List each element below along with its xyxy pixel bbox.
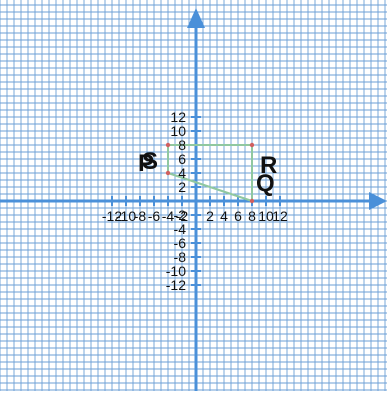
point-P xyxy=(165,170,171,176)
y-tick-label: -2 xyxy=(174,207,187,223)
y-tick-label: -8 xyxy=(174,249,187,265)
vertex-label-S: S xyxy=(142,148,158,175)
y-tick-label: -4 xyxy=(174,221,187,237)
y-tick-label: -12 xyxy=(166,277,186,293)
x-tick-label: 2 xyxy=(206,208,214,224)
y-tick-label: 4 xyxy=(178,165,186,181)
x-tick-label: 4 xyxy=(220,208,228,224)
y-tick-label: 12 xyxy=(170,109,186,125)
point-Q xyxy=(249,198,255,204)
y-tick-label: 6 xyxy=(178,151,186,167)
x-tick-label: -8 xyxy=(134,208,147,224)
vertex-label-P: P xyxy=(138,150,154,177)
x-tick-label: -12 xyxy=(102,208,122,224)
point-S xyxy=(165,142,171,148)
vertex-label-Q: Q xyxy=(256,170,275,197)
y-tick-label: 10 xyxy=(170,123,186,139)
segment-QP xyxy=(167,172,253,202)
quadrilateral-sides xyxy=(167,144,253,202)
x-tick-label: -2 xyxy=(176,208,189,224)
point-R xyxy=(249,142,255,148)
y-axis-arrow-icon xyxy=(187,8,205,28)
x-tick-label: 10 xyxy=(258,208,274,224)
x-axis-arrow-icon xyxy=(369,192,387,210)
x-tick-label: -6 xyxy=(148,208,161,224)
y-tick-label: -6 xyxy=(174,235,187,251)
x-tick-label: -10 xyxy=(116,208,136,224)
x-tick-label: 12 xyxy=(272,208,288,224)
x-tick-label: -4 xyxy=(162,208,175,224)
vertex-label-R: R xyxy=(260,152,277,179)
axes xyxy=(0,8,387,391)
x-tick-label: 6 xyxy=(234,208,242,224)
vertex-points xyxy=(165,142,255,204)
y-tick-label: -10 xyxy=(166,263,186,279)
vertex-labels: P QR S xyxy=(138,148,277,197)
y-tick-label: 8 xyxy=(178,137,186,153)
y-tick-label: 2 xyxy=(178,179,186,195)
x-tick-label: 8 xyxy=(248,208,256,224)
